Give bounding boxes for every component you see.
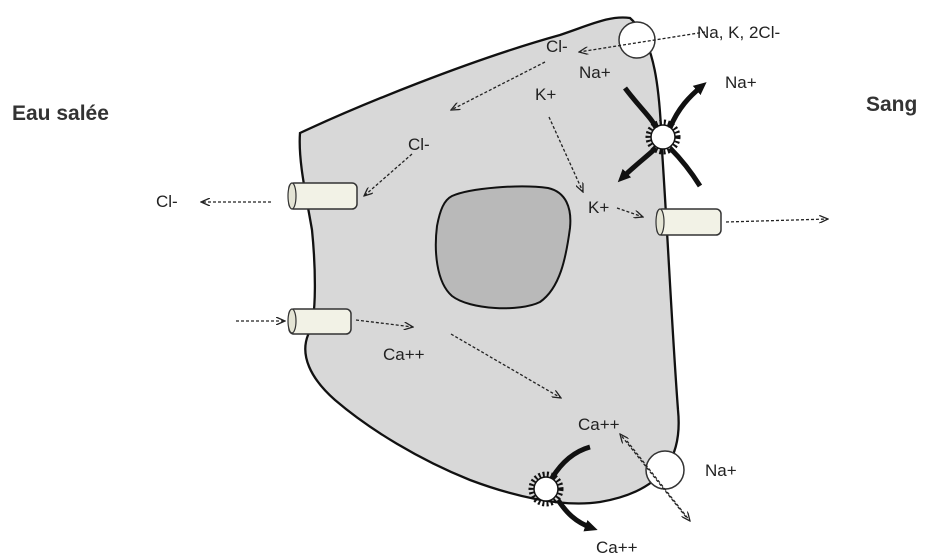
pump-arrow-na-out	[670, 86, 702, 128]
label-cl-top: Cl-	[546, 37, 568, 56]
label-na-out-pump: Na+	[725, 73, 757, 92]
k-channel	[656, 209, 721, 235]
arrow-k-out	[726, 219, 828, 222]
label-ca-bottom: Ca++	[596, 538, 638, 557]
ca-channel	[288, 309, 351, 334]
label-k-top: K+	[535, 85, 556, 104]
pump-arrow-k-out	[670, 148, 700, 186]
label-ca-exchanger: Ca++	[578, 415, 620, 434]
label-na-exchanger: Na+	[705, 461, 737, 480]
label-cl-mid: Cl-	[408, 135, 430, 154]
side-label-blood: Sang	[866, 93, 917, 116]
label-cl-out: Cl-	[156, 192, 178, 211]
label-ca-mid: Ca++	[383, 345, 425, 364]
label-cotransporter: Na, K, 2Cl-	[697, 23, 780, 42]
label-k-channel: K+	[588, 198, 609, 217]
nkcc-cotransporter	[619, 22, 655, 58]
nucleus	[436, 186, 571, 308]
label-na-in-pump: Na+	[579, 63, 611, 82]
na-ca-exchanger	[646, 451, 684, 489]
cl-channel	[288, 183, 357, 209]
side-label-saltwater: Eau salée	[12, 102, 109, 125]
